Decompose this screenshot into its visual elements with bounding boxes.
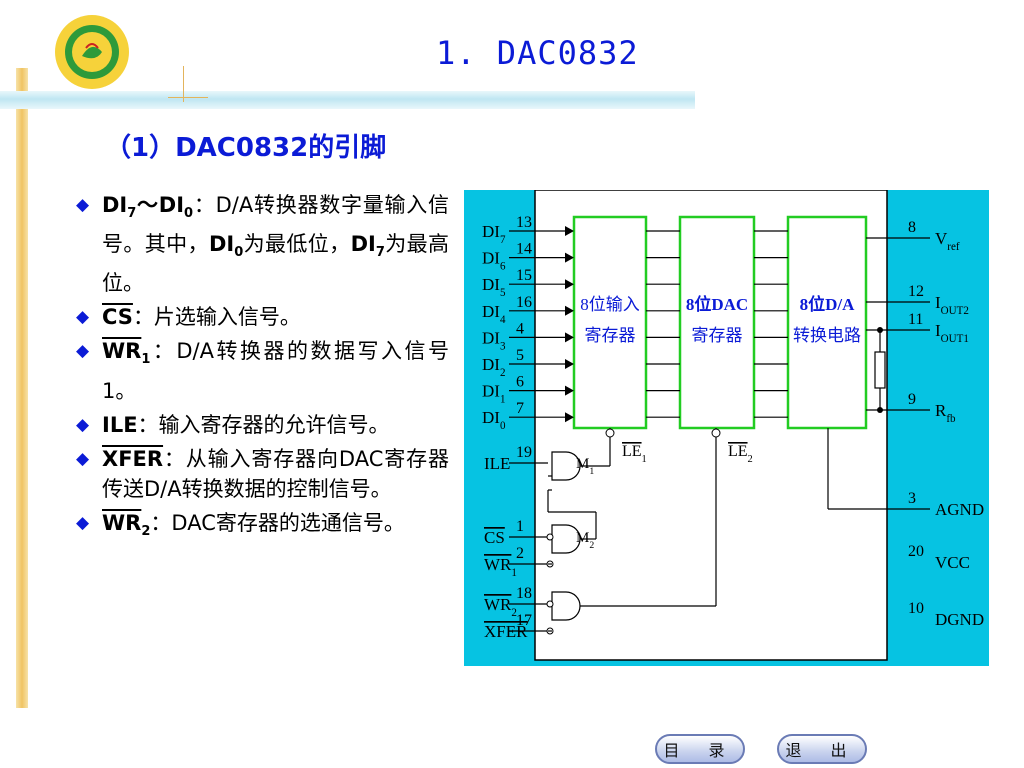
gate-m1-label: M1 [576,456,594,477]
input-register-block-label-1: 8位输入 [580,295,640,314]
feedback-resistor [874,351,886,389]
le2-label: LE2 [728,443,753,465]
diamond-icon: ◆ [76,414,90,435]
diamond-icon: ◆ [76,341,90,362]
pin-number-6: 6 [516,374,524,391]
gate-m2-label: M2 [576,530,594,551]
pin-label-Rfb: Rfb [935,401,956,425]
diamond-icon: ◆ [76,448,90,469]
bullet-cs: ◆ CS：片选输入信号。 [76,302,449,332]
diamond-icon: ◆ [76,512,90,533]
decor-cross-horizontal [168,97,208,98]
pin-number-17: 17 [516,612,532,629]
pin-number-5: 5 [516,347,524,364]
input-register-block-label-2: 寄存器 [585,326,636,345]
pin-label-AGND: AGND [935,500,984,519]
da-converter-block-label-2: 转换电路 [793,326,861,345]
dac-register-block-label-1: 8位DAC [686,294,748,314]
bullet-list: ◆ DI7～DI0：D/A转换器数字量输入信号。其中，DI0为最低位，DI7为最… [76,190,449,551]
pin-number-18: 18 [516,585,532,602]
pin-label-WR2: WR2 [484,595,517,619]
diagram-canvas: 8位输入寄存器8位DAC寄存器8位D/A转换电路DI713DI614DI515D… [482,190,984,661]
pin-label-DI6: DI6 [482,249,506,273]
gate-m2 [551,524,581,554]
pin-number-3: 3 [908,490,916,507]
pin-number-2: 2 [516,545,524,562]
pin-label-IOUT2: IOUT2 [935,293,969,317]
pin-label-VCC: VCC [935,553,970,572]
input-arrow [565,279,574,290]
pin-label-DI0: DI0 [482,408,506,432]
pin-number-13: 13 [516,214,532,231]
input-arrow [565,412,574,423]
exit-button[interactable]: 退 出 [777,734,867,764]
gate-m3 [551,591,581,621]
left-decor-bar [16,68,28,708]
pin-number-9: 9 [908,391,916,408]
pin-label-DI7: DI7 [482,222,506,246]
input-arrow [565,252,574,263]
le2-bubble [711,428,721,438]
pin-number-16: 16 [516,294,532,311]
junction-dot [877,407,883,413]
le1-bubble [605,428,615,438]
pin-label-ILE: ILE [484,454,510,473]
pin-number-14: 14 [516,241,532,258]
bullet-xfer: ◆ XFER：从输入寄存器向DAC寄存器传送D/A转换数据的控制信号。 [76,444,449,504]
input-arrow [565,332,574,343]
bullet-wr1: ◆ WR1：D/A转换器的数据写入信号1。 [76,336,449,405]
pin-number-7: 7 [516,400,524,417]
gate-m1 [551,451,581,481]
pin-number-1: 1 [516,518,524,535]
dac-register-block-label-2: 寄存器 [692,326,743,345]
university-logo [55,15,129,89]
le1-label: LE1 [622,443,647,465]
pin-number-4: 4 [516,320,524,337]
junction-dot [877,327,883,333]
da-converter-block-label-1: 8位D/A [800,294,855,314]
pin-label-DGND: DGND [935,610,984,629]
bullet-wr2: ◆ WR2：DAC寄存器的选通信号。 [76,508,449,547]
bullet-ile: ◆ ILE：输入寄存器的允许信号。 [76,410,449,440]
pin-number-19: 19 [516,444,532,461]
pin-label-DI4: DI4 [482,302,506,326]
pin-label-Vref: Vref [935,229,960,253]
section-subtitle: （1）DAC0832的引脚 [105,133,387,163]
input-arrow [565,305,574,316]
pin-label-CS: CS [484,528,505,547]
pin-number-11: 11 [908,311,923,328]
dac-register-block [678,215,756,430]
pin-number-15: 15 [516,267,532,284]
diamond-icon: ◆ [76,307,90,328]
pin-number-8: 8 [908,219,916,236]
top-decor-bar [0,91,695,109]
diamond-icon: ◆ [76,195,90,215]
page-title: 1. DAC0832 [436,34,639,72]
bullet-di-pins: ◆ DI7～DI0：D/A转换器数字量输入信号。其中，DI0为最低位，DI7为最… [76,190,449,298]
pin-label-WR1: WR1 [484,555,517,579]
input-arrow [565,385,574,396]
da-converter-block [786,215,868,430]
pin-number-12: 12 [908,283,924,300]
input-arrow [565,226,574,236]
decor-cross-vertical [183,66,184,102]
input-register-block [572,215,648,430]
inverter-bubble [546,600,554,608]
menu-button[interactable]: 目 录 [655,734,745,764]
pin-number-10: 10 [908,600,924,617]
pin-label-XFER: XFER [484,622,528,641]
inverter-bubble [546,533,554,541]
pin-label-DI1: DI1 [482,382,505,406]
pin-label-IOUT1: IOUT1 [935,321,969,345]
pin-number-20: 20 [908,543,924,560]
input-arrow [565,359,574,369]
pin-label-DI5: DI5 [482,275,506,299]
pin-label-DI3: DI3 [482,328,506,352]
pin-label-DI2: DI2 [482,355,505,379]
